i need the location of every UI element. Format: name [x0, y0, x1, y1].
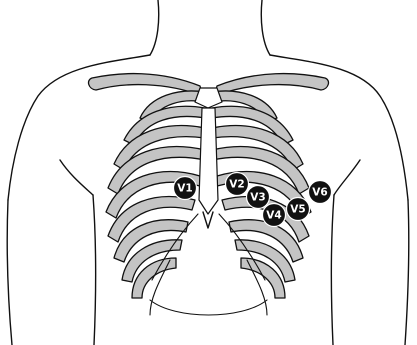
electrode-v3: V3: [247, 186, 270, 209]
electrode-v2: V2: [226, 173, 249, 196]
neck-left-line: [150, 0, 159, 55]
arm-left-line: [7, 200, 12, 345]
rib-cage-left: [106, 91, 205, 315]
electrode-label: V3: [250, 192, 265, 204]
lower-rib-arc: [150, 300, 267, 315]
electrode-label: V1: [177, 183, 192, 195]
neck-right-line: [261, 0, 270, 55]
sternum-body: [199, 108, 218, 214]
torso-left-line: [93, 195, 96, 345]
electrode-v4: V4: [263, 204, 286, 227]
electrode-label: V4: [266, 210, 281, 222]
armpit-left-line: [60, 160, 93, 195]
electrode-label: V5: [290, 204, 305, 216]
armpit-right-line: [334, 160, 360, 195]
electrode-v5: V5: [287, 198, 310, 221]
arm-right-line: [405, 200, 409, 345]
manubrium: [195, 88, 222, 108]
electrode-v1: V1: [174, 177, 197, 200]
electrode-v6: V6: [309, 181, 332, 204]
electrode-label: V2: [229, 179, 244, 191]
torso-right-line: [331, 195, 334, 345]
electrode-label: V6: [312, 187, 327, 199]
